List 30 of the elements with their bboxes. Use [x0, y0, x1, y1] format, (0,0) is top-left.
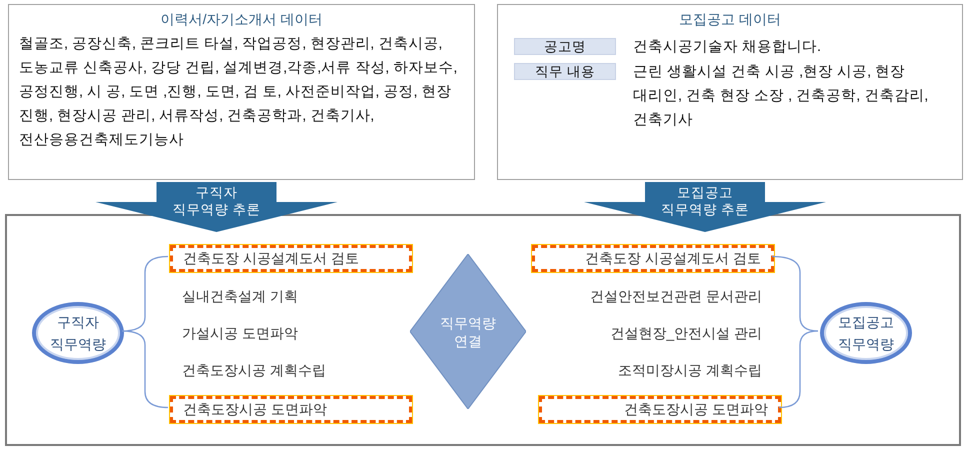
competency-circle: 구직자 직무역량 — [32, 302, 124, 364]
competency-circle: 모집공고 직무역량 — [820, 302, 912, 364]
brace-line — [122, 330, 168, 408]
data-panel — [497, 4, 963, 180]
competency-item: 건축도장시공 계획수립 — [182, 361, 326, 380]
field-value: 건축시공기술자 채용합니다. — [633, 38, 822, 57]
brace-line — [778, 330, 818, 408]
edge-label: 구직자 직무역량 추론 — [172, 184, 262, 218]
competency-item: 가설시공 도면파악 — [182, 324, 298, 343]
block-arrow — [96, 182, 338, 232]
decision-diamond: 직무역량 연결 — [410, 254, 526, 409]
highlighted-item: 건축도장 시공설계도서 검토 — [532, 245, 774, 272]
panel-heading: 이력서/자기소개서 데이터 — [160, 11, 324, 29]
highlighted-item: 건축도장 시공설계도서 검토 — [170, 245, 412, 272]
competency-item: 건설안전보건관련 문서관리 — [590, 287, 762, 306]
keyword-list: 철골조, 공장신축, 콘크리트 타설, 작업공정, 현장관리, 건축시공, 도농교류 신축공사, 강당 건립, 설계변경,각종,서류 작성, 하자보수, 공정진행, 시 공, 도면 ,진행, 도면, 검 토, 사전준비작업, 공정, 현장 진행, 현장시공 관리, 서류작성, 건축공학과, 건축기사, 전산응용건축제도기능사 — [19, 32, 459, 152]
field-tag: 공고명 — [514, 38, 616, 55]
panel-frame — [5, 214, 961, 446]
panel-heading: 모집공고 데이터 — [678, 11, 782, 29]
block-arrow — [584, 182, 826, 232]
field-value: 근린 생활시설 건축 시공 ,현장 시공, 현장 대리인, 건축 현장 소장 , 건축공학, 건축감리, 건축기사 — [633, 63, 930, 130]
competency-item: 조적미장시공 계획수립 — [618, 361, 762, 380]
highlighted-item: 건축도장시공 도면파악 — [170, 396, 412, 423]
competency-item: 실내건축설계 기획 — [182, 287, 298, 306]
field-tag: 직무 내용 — [514, 63, 616, 80]
highlighted-item: 건축도장시공 도면파악 — [539, 396, 781, 423]
data-panel — [8, 4, 475, 180]
competency-item: 건설현장_안전시설 관리 — [610, 324, 762, 343]
brace-line — [772, 256, 818, 332]
edge-label: 모집공고 직무역량 추론 — [660, 184, 750, 218]
